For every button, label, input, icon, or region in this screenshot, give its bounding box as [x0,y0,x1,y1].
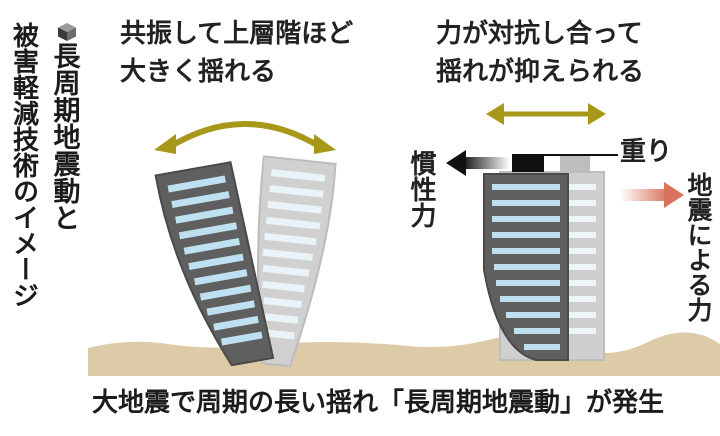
title-column-2: 被害軽減技術のイメージ [8,22,39,308]
quake-force-label: 地震による力 [684,172,713,322]
weight-label: 重り [620,137,673,167]
inertia-label: 慣性力 [406,150,436,228]
right-building [483,154,605,361]
weight-leader-line [538,154,618,156]
left-label-line2: 大きく揺れる [120,57,277,87]
right-label-line2: 揺れが抑えられる [436,57,645,87]
sway-arc-arrow [154,121,336,154]
quake-force-arrow [620,182,684,208]
left-label-line1: 共振して上層階ほど [120,19,354,49]
right-label-line1: 力が対抗し合って [436,19,643,49]
ground [88,332,720,376]
horizontal-double-arrow [486,103,606,125]
left-building [154,155,337,368]
caption: 大地震で周期の長い揺れ「長周期地震動」が発生 [92,388,665,418]
inertia-arrow [446,150,510,176]
title-column-1: 長周期地震動と [48,42,80,231]
cube-icon [58,23,76,41]
